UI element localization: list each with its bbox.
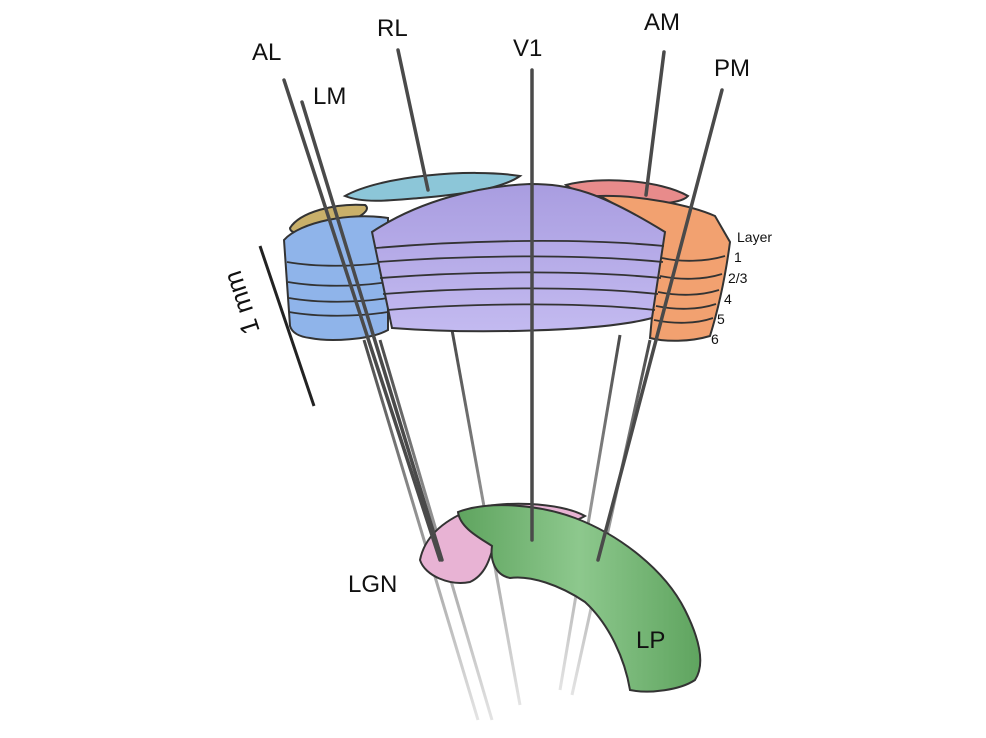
layer-6: 6	[711, 331, 719, 347]
label-al: AL	[252, 39, 281, 66]
probe-tail-am	[558, 334, 622, 691]
probes	[282, 48, 724, 562]
probe-am	[644, 50, 666, 197]
probe-labels: AL LM RL V1 AM PM	[252, 9, 750, 110]
label-am: AM	[644, 9, 680, 36]
layer-labels: Layer 1 2/3 4 5 6	[711, 229, 772, 347]
probe-tail-al	[362, 339, 480, 721]
area-lm	[282, 215, 389, 341]
label-lgn: LGN	[348, 571, 397, 598]
layer-5: 5	[717, 311, 725, 327]
scale-label: 1 mm	[217, 267, 266, 338]
probe-rl	[396, 48, 430, 192]
label-v1: V1	[513, 35, 542, 62]
area-pm	[596, 194, 732, 342]
area-rl-surface	[342, 171, 523, 202]
label-lm: LM	[313, 83, 346, 110]
label-rl: RL	[377, 15, 408, 42]
probe-lm	[300, 100, 444, 562]
probe-pm	[596, 88, 724, 562]
layer-title: Layer	[737, 229, 772, 245]
layer-1: 1	[734, 249, 742, 265]
scale-bar	[258, 245, 316, 407]
area-v1	[370, 182, 667, 333]
label-pm: PM	[714, 55, 750, 82]
label-lp: LP	[636, 627, 665, 654]
probe-al	[282, 78, 442, 562]
thalamus	[418, 502, 702, 693]
layer-4: 4	[724, 291, 732, 307]
layer-2-3: 2/3	[728, 270, 748, 286]
nucleus-lp-shape	[456, 504, 702, 693]
